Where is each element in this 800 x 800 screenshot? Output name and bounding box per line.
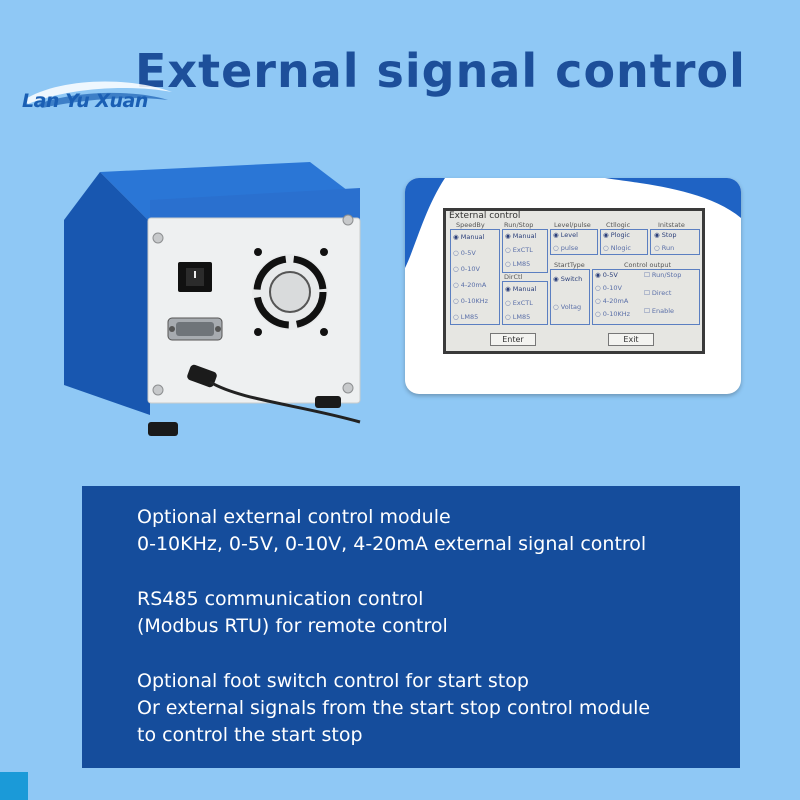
option-runstop-lm85[interactable]: ○ LM85 [505, 260, 531, 268]
group-runstop [502, 229, 548, 273]
group-starttype [550, 269, 590, 325]
screen-title: External control [449, 211, 521, 221]
group-levelpulse [550, 229, 598, 255]
brand-logo-text: Lan Yu Xuan [22, 90, 148, 112]
option-output-0-5v[interactable]: ◉ 0-5V [595, 271, 618, 279]
panel-blue-accent [405, 178, 741, 268]
exit-button[interactable]: Exit [608, 333, 654, 346]
option-output-4-20ma[interactable]: ○ 4-20mA [595, 297, 629, 305]
option-speedby-manual[interactable]: ◉ Manual [453, 233, 485, 241]
option-plogic[interactable]: ◉ Plogic [603, 231, 630, 239]
group-header-starttype: StartType [554, 261, 585, 269]
group-header-runstop: Run/Stop [504, 221, 534, 229]
enter-button[interactable]: Enter [490, 333, 536, 346]
group-speedby [450, 229, 500, 325]
checkbox-direct[interactable]: ☐ Direct [644, 289, 672, 297]
group-header-levelpulse: Level/pulse [554, 221, 591, 229]
option-pulse[interactable]: ○ pulse [553, 244, 579, 252]
info-line: Optional external control module [137, 506, 451, 528]
group-header-speedby: SpeedBy [456, 221, 485, 229]
info-line: Or external signals from the start stop … [137, 697, 651, 719]
option-voltag[interactable]: ○ Voltag [553, 303, 582, 311]
checkbox-run-stop[interactable]: ☐ Run/Stop [644, 271, 682, 279]
option-speedby-0-10khz[interactable]: ○ 0-10KHz [453, 297, 489, 305]
option-speedby-0-10v[interactable]: ○ 0-10V [453, 265, 480, 273]
group-header-dirctl: DirCtl [504, 273, 523, 281]
option-speedby-0-5v[interactable]: ○ 0-5V [453, 249, 476, 257]
option-dirctl-lm85[interactable]: ○ LM85 [505, 313, 531, 321]
option-output-0-10khz[interactable]: ○ 0-10KHz [595, 310, 631, 318]
corner-accent [0, 772, 28, 800]
info-line: Optional foot switch control for start s… [137, 670, 529, 692]
option-runstop-exctl[interactable]: ○ ExCTL [505, 246, 533, 254]
option-switch[interactable]: ◉ Switch [553, 275, 583, 283]
option-dirctl-exctl[interactable]: ○ ExCTL [505, 299, 533, 307]
option-run[interactable]: ○ Run [654, 244, 675, 252]
touch-screen: External control SpeedBy ◉ Manual ○ 0-5V… [443, 208, 705, 354]
info-line: (Modbus RTU) for remote control [137, 615, 448, 637]
info-line: 0-10KHz, 0-5V, 0-10V, 4-20mA external si… [137, 533, 647, 555]
touch-control-panel: External control SpeedBy ◉ Manual ○ 0-5V… [405, 178, 741, 394]
brand-logo-swoosh [24, 81, 172, 108]
info-line: to control the start stop [137, 724, 363, 746]
option-stop[interactable]: ◉ Stop [654, 231, 677, 239]
checkbox-enable[interactable]: ☐ Enable [644, 307, 675, 315]
option-dirctl-manual[interactable]: ◉ Manual [505, 285, 537, 293]
option-speedby-lm85[interactable]: ○ LM85 [453, 313, 479, 321]
group-header-control-output: Control output [624, 261, 672, 269]
pump-device-image [64, 162, 361, 436]
option-output-0-10v[interactable]: ○ 0-10V [595, 284, 622, 292]
option-runstop-manual[interactable]: ◉ Manual [505, 232, 537, 240]
option-speedby-4-20ma[interactable]: ○ 4-20mA [453, 281, 487, 289]
group-ctllogic [600, 229, 648, 255]
group-dirctl [502, 281, 548, 325]
group-control-output [592, 269, 700, 325]
group-header-ctllogic: Ctllogic [606, 221, 631, 229]
option-nlogic[interactable]: ○ Nlogic [603, 244, 631, 252]
info-box: Optional external control module 0-10KHz… [82, 486, 740, 768]
group-initstate [650, 229, 700, 255]
page-title: External signal control [135, 44, 746, 98]
group-header-initstate: Initstate [658, 221, 685, 229]
info-line: RS485 communication control [137, 588, 424, 610]
option-level[interactable]: ◉ Level [553, 231, 578, 239]
